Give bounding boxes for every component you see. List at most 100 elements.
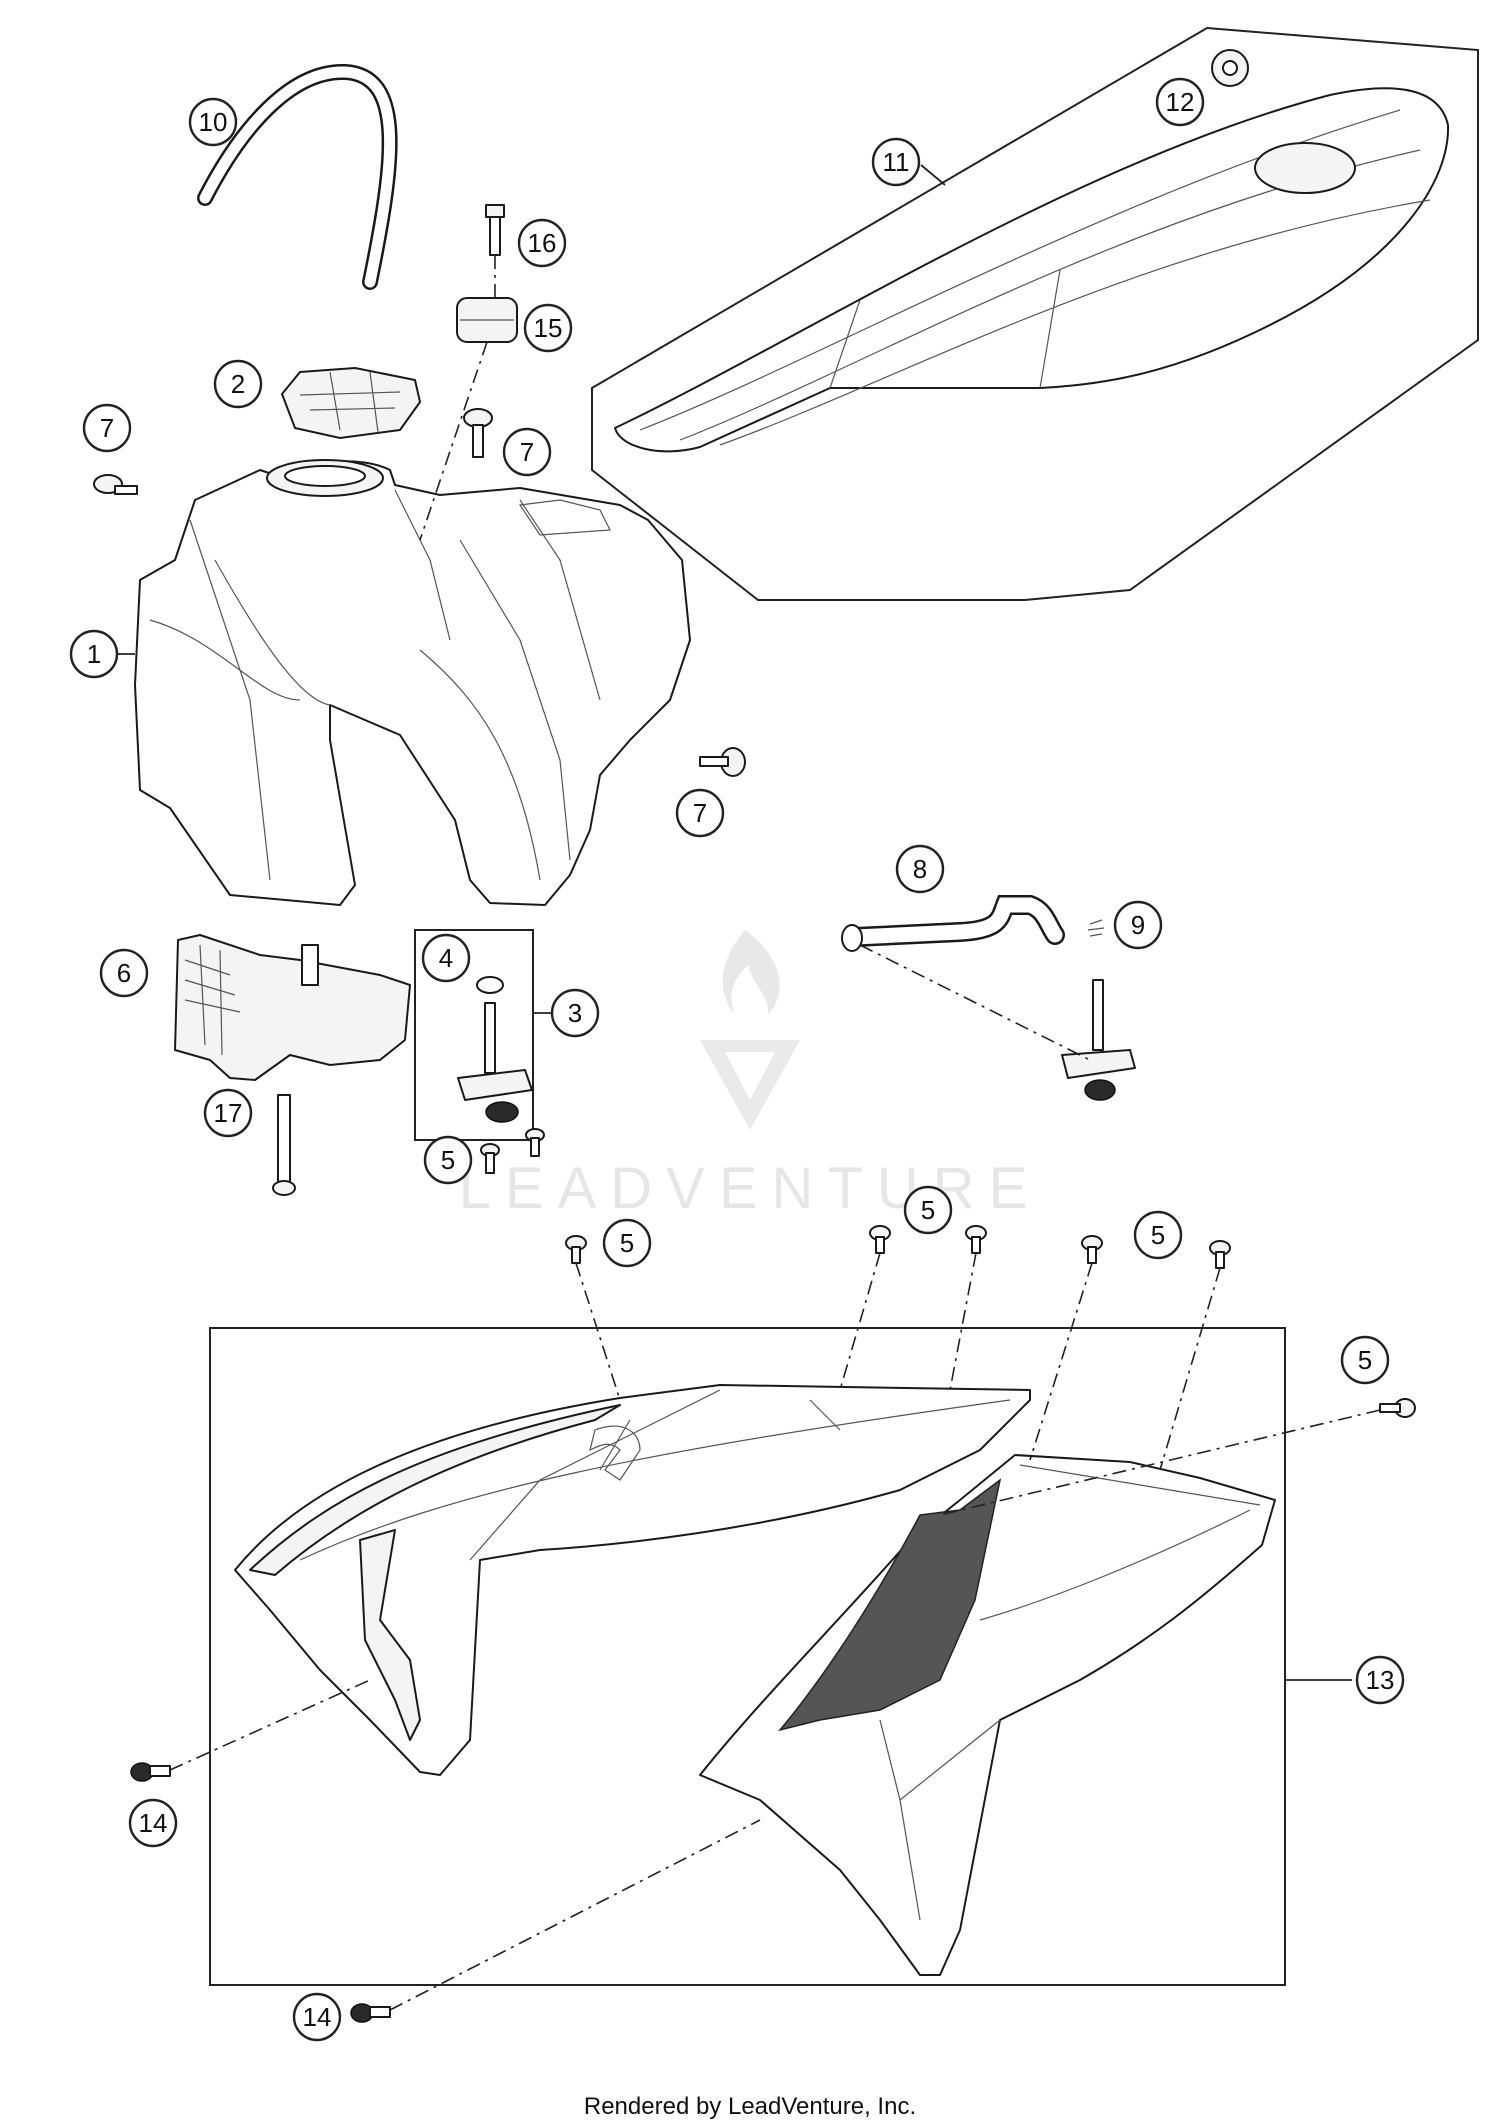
svg-text:14: 14	[303, 2002, 332, 2032]
bolt-5e	[965, 1225, 987, 1254]
dash-5f	[1029, 1262, 1093, 1461]
fuel-cap-2-body	[281, 367, 421, 439]
seat-frame	[591, 26, 1479, 601]
seat-recess	[1254, 142, 1356, 194]
seat	[614, 87, 1450, 453]
callout-7a: 7	[82, 403, 132, 453]
fuel-tank-1-filler-opening	[284, 465, 366, 487]
petcock-3-stem	[484, 1002, 496, 1074]
shroud-left-body	[234, 1384, 1031, 1776]
callout-17: 17	[203, 1088, 253, 1138]
callout-12: 12	[1155, 77, 1205, 127]
bolt-5f	[1081, 1235, 1103, 1264]
bolt-5e-shaft	[971, 1236, 981, 1254]
dash-5d	[839, 1252, 881, 1391]
bracket-6-post	[301, 944, 319, 986]
callout-8: 8	[895, 844, 945, 894]
bolt-5g	[1209, 1240, 1231, 1269]
dash-14b	[389, 1819, 761, 2011]
shroud-left-top	[249, 1404, 621, 1576]
bolt-14b-shaft	[369, 2006, 391, 2018]
shroud-left-lines	[299, 1389, 1011, 1561]
callout-14a: 14	[128, 1798, 178, 1848]
callout-5d: 5	[1133, 1210, 1183, 1260]
bolt-7a-shaft	[114, 485, 138, 495]
svg-text:5: 5	[921, 1195, 935, 1225]
leader-lines	[117, 164, 1352, 1681]
bolt-5a	[525, 1128, 545, 1157]
bolt-5c	[565, 1235, 587, 1264]
callout-1: 1	[69, 629, 119, 679]
callout-5c: 5	[903, 1185, 953, 1235]
shroud-right-mesh	[777, 1478, 1002, 1732]
svg-text:3: 3	[568, 998, 582, 1028]
credit-text: Rendered by LeadVenture, Inc.	[584, 2093, 916, 2120]
seat-11	[591, 26, 1479, 601]
shroud-right	[699, 1454, 1276, 1976]
rubber-15	[456, 297, 518, 343]
svg-text:9: 9	[1131, 910, 1145, 940]
fuel-tank-1-label-area	[518, 499, 611, 536]
assembly-lines	[169, 255, 1381, 2011]
svg-text:11: 11	[883, 147, 910, 177]
callout-10: 10	[188, 97, 238, 147]
petcock-assembly-base	[1084, 1079, 1116, 1101]
svg-text:14: 14	[139, 1808, 168, 1838]
svg-text:7: 7	[693, 798, 707, 828]
bolt-5b-shaft	[485, 1152, 495, 1174]
petcock-3	[457, 1002, 533, 1123]
bolt-16	[485, 204, 505, 256]
bracket-6-body	[174, 934, 411, 1081]
fuel-line-8-end	[841, 924, 863, 952]
cap-12-hole	[1222, 60, 1238, 76]
svg-text:5: 5	[1151, 1220, 1165, 1250]
svg-text:1: 1	[87, 639, 101, 669]
svg-text:6: 6	[117, 958, 131, 988]
svg-text:8: 8	[913, 854, 927, 884]
bolt-14a	[130, 1762, 171, 1782]
fuel-tank-1-contours	[149, 489, 601, 881]
svg-text:4: 4	[439, 943, 453, 973]
shroud-left	[234, 1384, 1031, 1776]
bolt-7b	[463, 408, 493, 458]
callout-15: 15	[523, 303, 573, 353]
bolt-17-head	[272, 1180, 296, 1196]
svg-text:5: 5	[1358, 1345, 1372, 1375]
petcock-assembly	[1061, 979, 1136, 1101]
svg-text:5: 5	[441, 1145, 455, 1175]
bolt-14b	[350, 2003, 391, 2023]
dash-5c	[575, 1262, 621, 1401]
o-ring-4-shape	[476, 976, 504, 994]
svg-text:5: 5	[620, 1228, 634, 1258]
bolt-16-shaft	[489, 216, 501, 256]
svg-text:2: 2	[231, 369, 245, 399]
bolt-5g-shaft	[1215, 1251, 1225, 1269]
bolt-5f-shaft	[1087, 1246, 1097, 1264]
watermark-text: LEADVENTURE	[459, 1156, 1042, 1221]
callout-6: 6	[99, 948, 149, 998]
bolt-5d	[869, 1225, 891, 1254]
callout-14b: 14	[292, 1992, 342, 2042]
bolt-5b	[480, 1143, 500, 1174]
bolt-5c-shaft	[571, 1246, 581, 1264]
watermark-v-icon	[700, 1040, 800, 1130]
callout-5b: 5	[602, 1218, 652, 1268]
svg-text:17: 17	[214, 1098, 243, 1128]
petcock-frame	[414, 929, 534, 1141]
dash-5e	[949, 1252, 977, 1391]
bolt-7b-shaft	[472, 424, 484, 458]
svg-text:13: 13	[1366, 1665, 1395, 1695]
bolt-14a-shaft	[149, 1765, 171, 1777]
svg-text:16: 16	[528, 228, 557, 258]
callout-13: 13	[1355, 1655, 1405, 1705]
bolt-7a	[93, 474, 138, 495]
fuel-line-8	[841, 895, 1065, 952]
callout-2: 2	[213, 359, 263, 409]
shroud-right-lines	[879, 1464, 1261, 1921]
petcock-3-base	[485, 1101, 519, 1123]
svg-text:10: 10	[199, 107, 228, 137]
callout-5a: 5	[423, 1135, 473, 1185]
petcock-3-flange	[457, 1069, 533, 1101]
hose-10-outline	[197, 63, 398, 290]
